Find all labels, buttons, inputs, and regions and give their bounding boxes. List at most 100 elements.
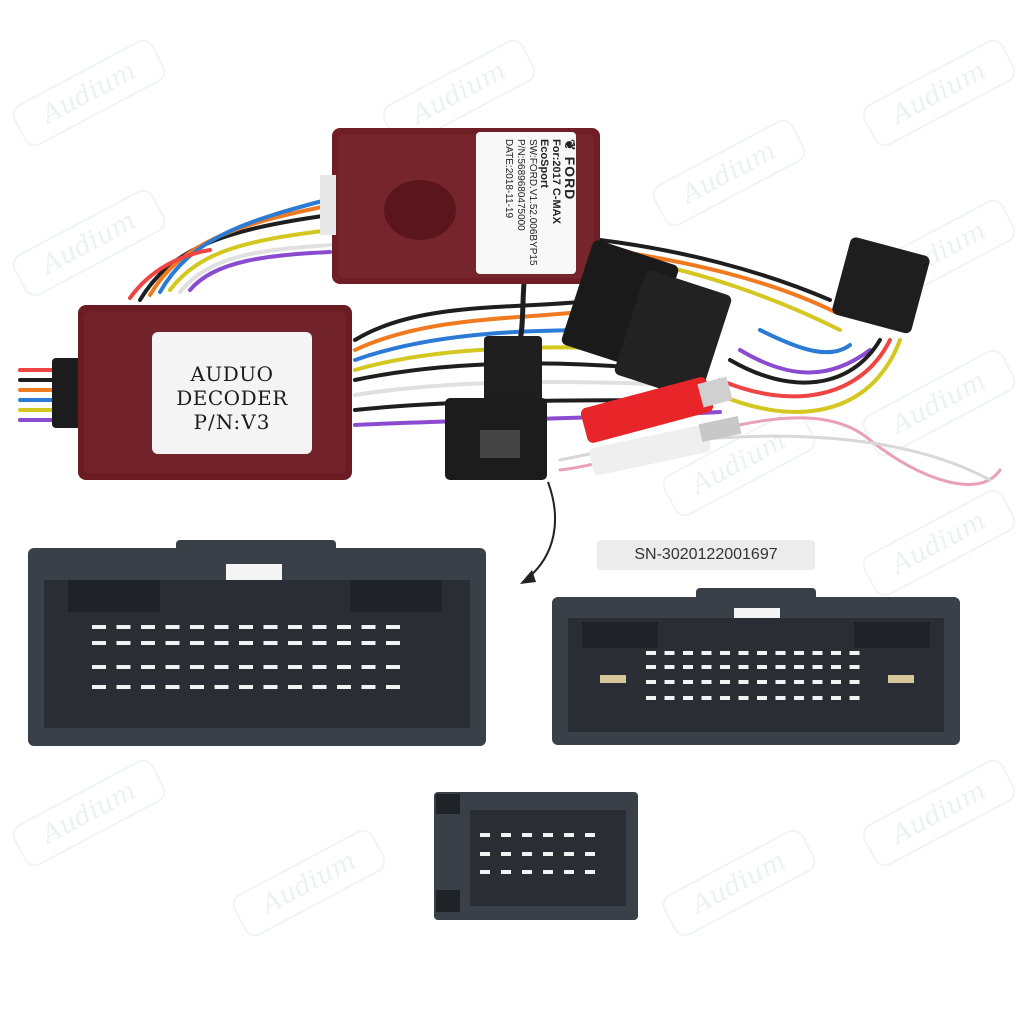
pin-slot xyxy=(522,852,532,856)
pin-slot xyxy=(386,641,400,645)
pin-slot xyxy=(92,665,106,669)
pin-slot xyxy=(757,680,767,684)
pin-slot xyxy=(92,625,106,629)
pin-slot xyxy=(812,696,823,700)
pin-slot xyxy=(361,641,376,645)
pin-slot xyxy=(585,870,595,874)
pin-slot xyxy=(849,651,860,655)
pin-slot xyxy=(564,833,574,837)
pin-slot xyxy=(501,870,511,874)
pin-slot xyxy=(701,680,712,684)
pin-slot xyxy=(480,833,490,837)
pin-slot xyxy=(543,852,553,856)
pin-slot xyxy=(683,651,693,655)
pin-slot xyxy=(165,625,180,629)
serial-number-badge: SN-3020122001697 xyxy=(597,540,815,570)
pin-slot xyxy=(812,665,823,669)
pin-slot xyxy=(480,852,490,856)
pin-slot xyxy=(239,665,253,669)
pin-slot xyxy=(664,696,675,700)
pin-slot xyxy=(312,685,327,689)
pin-slot xyxy=(812,651,823,655)
pin-slot xyxy=(775,680,786,684)
pin-slot xyxy=(794,651,804,655)
pin-slot xyxy=(361,685,376,689)
ford-pn: P/N:5689680475000 xyxy=(515,139,526,231)
pin-slot xyxy=(794,680,804,684)
pin-slot xyxy=(165,641,180,645)
pin-slot xyxy=(701,665,712,669)
pin-slot xyxy=(738,665,749,669)
ford-brand: ❦ FORD xyxy=(562,139,576,273)
pin-slot xyxy=(190,665,204,669)
pin-slot xyxy=(386,625,400,629)
pin-slot xyxy=(361,665,376,669)
pin-slot xyxy=(757,665,767,669)
pin-slot xyxy=(337,665,351,669)
pin-slot xyxy=(543,833,553,837)
pin-slot xyxy=(683,665,693,669)
pin-slot xyxy=(831,665,841,669)
pin-slot xyxy=(757,651,767,655)
pin-slot xyxy=(116,665,131,669)
pin-slot xyxy=(214,625,229,629)
pin-slot xyxy=(263,685,278,689)
pin-slot xyxy=(522,870,532,874)
pin-slot xyxy=(239,625,253,629)
pin-slot xyxy=(501,852,511,856)
medium-connector-face xyxy=(552,588,960,745)
pin-slot xyxy=(794,665,804,669)
pin-slot xyxy=(386,665,400,669)
pin-slot xyxy=(337,625,351,629)
pin-slot xyxy=(757,696,767,700)
pin-slot xyxy=(738,651,749,655)
pin-slot xyxy=(480,870,490,874)
ford-sw: SW:FORD.V1.52.006BYP15 xyxy=(527,139,538,266)
decoder-name-text: AUDUO DECODER xyxy=(176,362,288,410)
pin-slot xyxy=(701,696,712,700)
pin-slot xyxy=(683,680,693,684)
pin-slot xyxy=(141,665,155,669)
pin-slot xyxy=(501,833,511,837)
pin-slot xyxy=(646,651,656,655)
curved-arrow-icon xyxy=(520,481,556,584)
pin-slot xyxy=(646,680,656,684)
pin-slot xyxy=(312,625,327,629)
pin-slot xyxy=(263,641,278,645)
ford-module-label: ❦ FORD For:2017 C-MAX EcoSport SW:FORD.V… xyxy=(476,132,576,274)
pin-slot xyxy=(775,651,786,655)
pin-slot xyxy=(361,625,376,629)
pin-slot xyxy=(288,665,302,669)
pin-slot xyxy=(564,852,574,856)
pin-slot xyxy=(263,625,278,629)
pin-slot xyxy=(239,685,253,689)
pin-slot xyxy=(831,680,841,684)
pin-slot xyxy=(775,696,786,700)
pin-slot xyxy=(92,641,106,645)
pin-slot xyxy=(190,641,204,645)
pin-slot xyxy=(646,696,656,700)
pin-slot xyxy=(141,685,155,689)
pin-slot xyxy=(386,685,400,689)
pin-slot xyxy=(116,625,131,629)
pin-slot xyxy=(664,680,675,684)
pin-slot xyxy=(92,685,106,689)
decoder-part-number: P/N:V3 xyxy=(193,410,271,434)
pin-slot xyxy=(738,680,749,684)
pin-slot xyxy=(720,680,730,684)
pin-slot xyxy=(288,625,302,629)
pin-slot xyxy=(775,665,786,669)
pin-slot xyxy=(190,685,204,689)
pin-slot xyxy=(312,665,327,669)
pin-slot xyxy=(116,685,131,689)
ford-logo-icon: ❦ xyxy=(562,139,576,152)
pin-slot xyxy=(738,696,749,700)
pin-slot xyxy=(337,641,351,645)
pin-slot xyxy=(564,870,574,874)
pin-slot xyxy=(720,665,730,669)
pin-slot xyxy=(263,665,278,669)
ford-date: DATE:2018-11-19 xyxy=(503,139,514,219)
pin-slot xyxy=(831,696,841,700)
pin-slot xyxy=(585,833,595,837)
